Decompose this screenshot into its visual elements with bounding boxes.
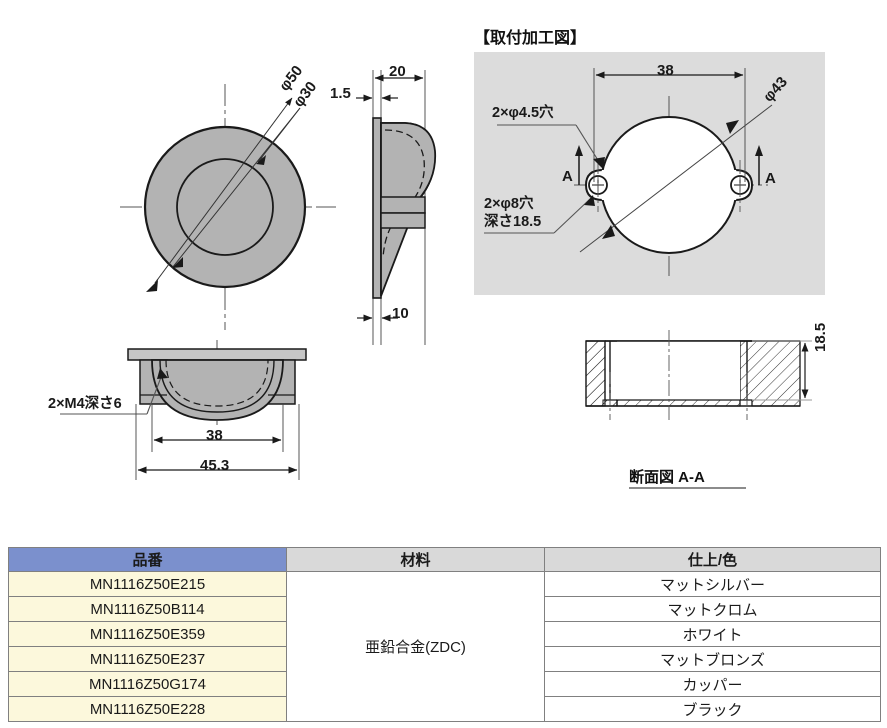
section-mark-right: A <box>765 170 776 187</box>
cell-finish: マットシルバー <box>544 571 881 597</box>
dim-bottom-outer-width: 45.3 <box>200 457 230 474</box>
dim-side-depth: 20 <box>389 63 406 80</box>
table-header-row: 品番 材料 仕上/色 <box>8 547 881 572</box>
cell-finish: カッパー <box>544 671 881 697</box>
front-view-geometry <box>120 84 332 330</box>
table-row: MN1116Z50E215 亜鉛合金(ZDC) マットシルバー <box>8 571 881 722</box>
spec-table: 品番 材料 仕上/色 MN1116Z50E215 亜鉛合金(ZDC) マットシル… <box>8 547 881 722</box>
dim-bottom-inner-width: 38 <box>206 427 223 444</box>
note-large-hole-line1: 2×φ8穴 <box>484 196 534 212</box>
dim-side-lower: 10 <box>392 305 409 322</box>
cell-code: MN1116Z50E215 <box>8 571 287 597</box>
dim-section-depth: 18.5 <box>812 322 829 352</box>
cell-code: MN1116Z50G174 <box>8 671 287 697</box>
cell-material: 亜鉛合金(ZDC) <box>286 571 545 722</box>
header-code: 品番 <box>8 547 287 572</box>
cell-code: MN1116Z50E359 <box>8 621 287 647</box>
process-panel-title: 【取付加工図】 <box>474 30 587 47</box>
table-row: MN1116Z50E228 ブラック <box>8 696 881 722</box>
cell-finish: ブラック <box>544 696 881 722</box>
table-row: MN1116Z50B114 マットクロム <box>8 596 881 622</box>
note-m4-screw: 2×M4深さ6 <box>48 396 122 412</box>
cell-finish: ホワイト <box>544 621 881 647</box>
cell-finish: マットクロム <box>544 596 881 622</box>
side-view-geometry <box>318 70 437 345</box>
dim-side-flange: 1.5 <box>330 85 351 102</box>
table-row: MN1116Z50G174 カッパー <box>8 671 881 697</box>
note-large-hole-line2: 深さ18.5 <box>484 214 542 230</box>
cell-code: MN1116Z50E228 <box>8 696 287 722</box>
cell-finish: マットブロンズ <box>544 646 881 672</box>
section-mark-left: A <box>562 168 573 185</box>
cell-code: MN1116Z50B114 <box>8 596 287 622</box>
process-diagram-geometry <box>484 68 773 278</box>
bottom-view-geometry <box>60 340 307 480</box>
header-material: 材料 <box>286 547 545 572</box>
section-aa-geometry <box>585 330 812 489</box>
note-small-hole: 2×φ4.5穴 <box>492 105 554 121</box>
section-view-label: 断面図 A-A <box>629 469 705 486</box>
table-row: MN1116Z50E237 マットブロンズ <box>8 646 881 672</box>
dim-process-width: 38 <box>657 62 674 79</box>
cell-code: MN1116Z50E237 <box>8 646 287 672</box>
drawing-linework <box>60 68 812 489</box>
header-finish: 仕上/色 <box>544 547 881 572</box>
